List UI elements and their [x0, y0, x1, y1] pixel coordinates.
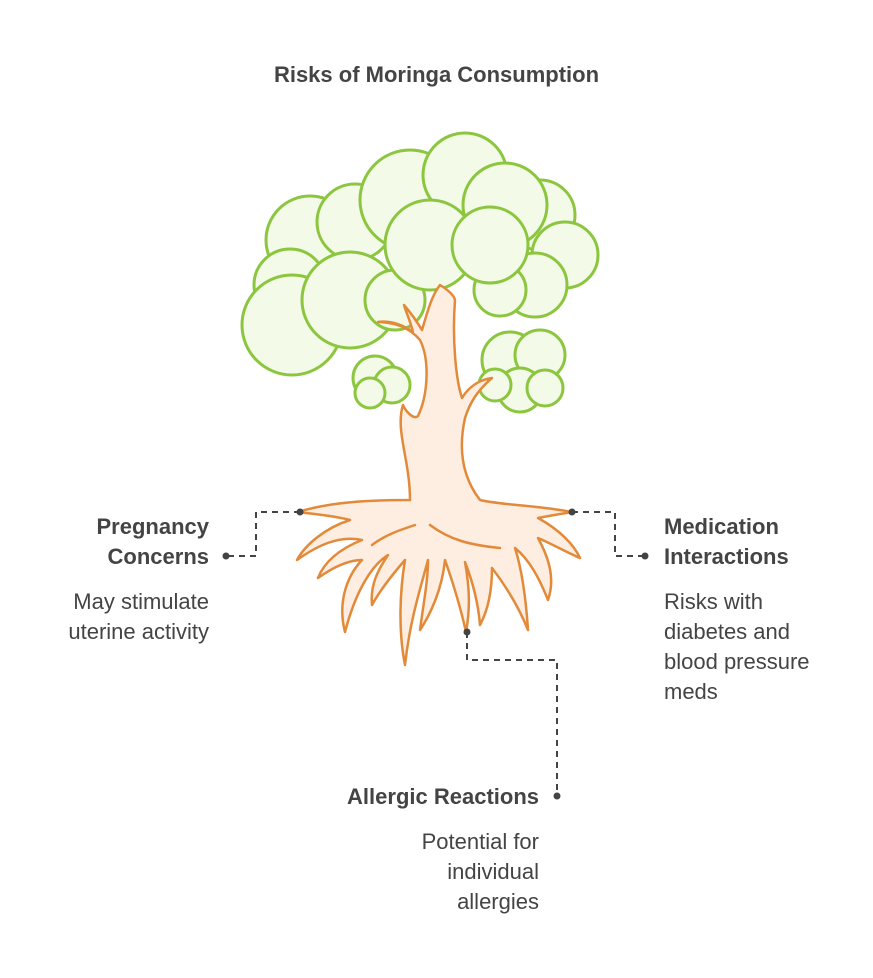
allergic-desc-line2: individual [447, 859, 539, 884]
connector-dot [296, 508, 304, 516]
tree-foliage [240, 131, 600, 414]
connector-dot [568, 508, 576, 516]
pregnancy-concerns-title: Pregnancy Concerns [97, 512, 210, 572]
connector-dots [222, 508, 649, 800]
connector-dot [222, 552, 230, 560]
tree-trunk-roots [295, 283, 582, 667]
pregnancy-title-line1: Pregnancy [96, 514, 210, 539]
pregnancy-desc-line2: uterine activity [68, 619, 209, 644]
allergic-desc-line3: allergies [457, 889, 539, 914]
medication-interactions-title: Medication Interactions [664, 512, 789, 572]
medication-desc-line3: blood pressure [664, 649, 810, 674]
medication-title-line1: Medication [664, 514, 779, 539]
allergic-desc-line1: Potential for [421, 829, 539, 854]
foliage-cluster-small-right [477, 328, 567, 414]
foliage-cluster-top [358, 131, 549, 292]
tree-trunk [295, 283, 582, 667]
medication-desc-line2: diabetes and [664, 619, 790, 644]
allergic-title-line1: Allergic Reactions [347, 784, 539, 809]
pregnancy-desc-line1: May stimulate [73, 589, 209, 614]
root-detail [370, 523, 417, 547]
connector-allergic [466, 632, 558, 796]
allergic-reactions-title: Allergic Reactions [347, 782, 539, 812]
connector-dot [553, 792, 561, 800]
root-detail [428, 523, 502, 550]
connector-dot [641, 552, 649, 560]
pregnancy-title-line2: Concerns [107, 544, 209, 569]
diagram-title: Risks of Moringa Consumption [273, 62, 600, 87]
allergic-reactions-description: Potential for individual allergies [422, 827, 539, 917]
connector-dot [463, 628, 471, 636]
medication-desc-line1: Risks with [664, 589, 764, 614]
medication-title-line2: Interactions [664, 544, 789, 569]
medication-interactions-description: Risks with diabetes and blood pressure m… [664, 587, 810, 707]
connectors [226, 511, 645, 796]
pregnancy-concerns-description: May stimulate uterine activity [68, 587, 209, 647]
connector-medication [572, 511, 645, 557]
medication-desc-line4: meds [664, 679, 718, 704]
foliage-cluster-small-left [351, 354, 412, 410]
connector-pregnancy [226, 511, 300, 557]
